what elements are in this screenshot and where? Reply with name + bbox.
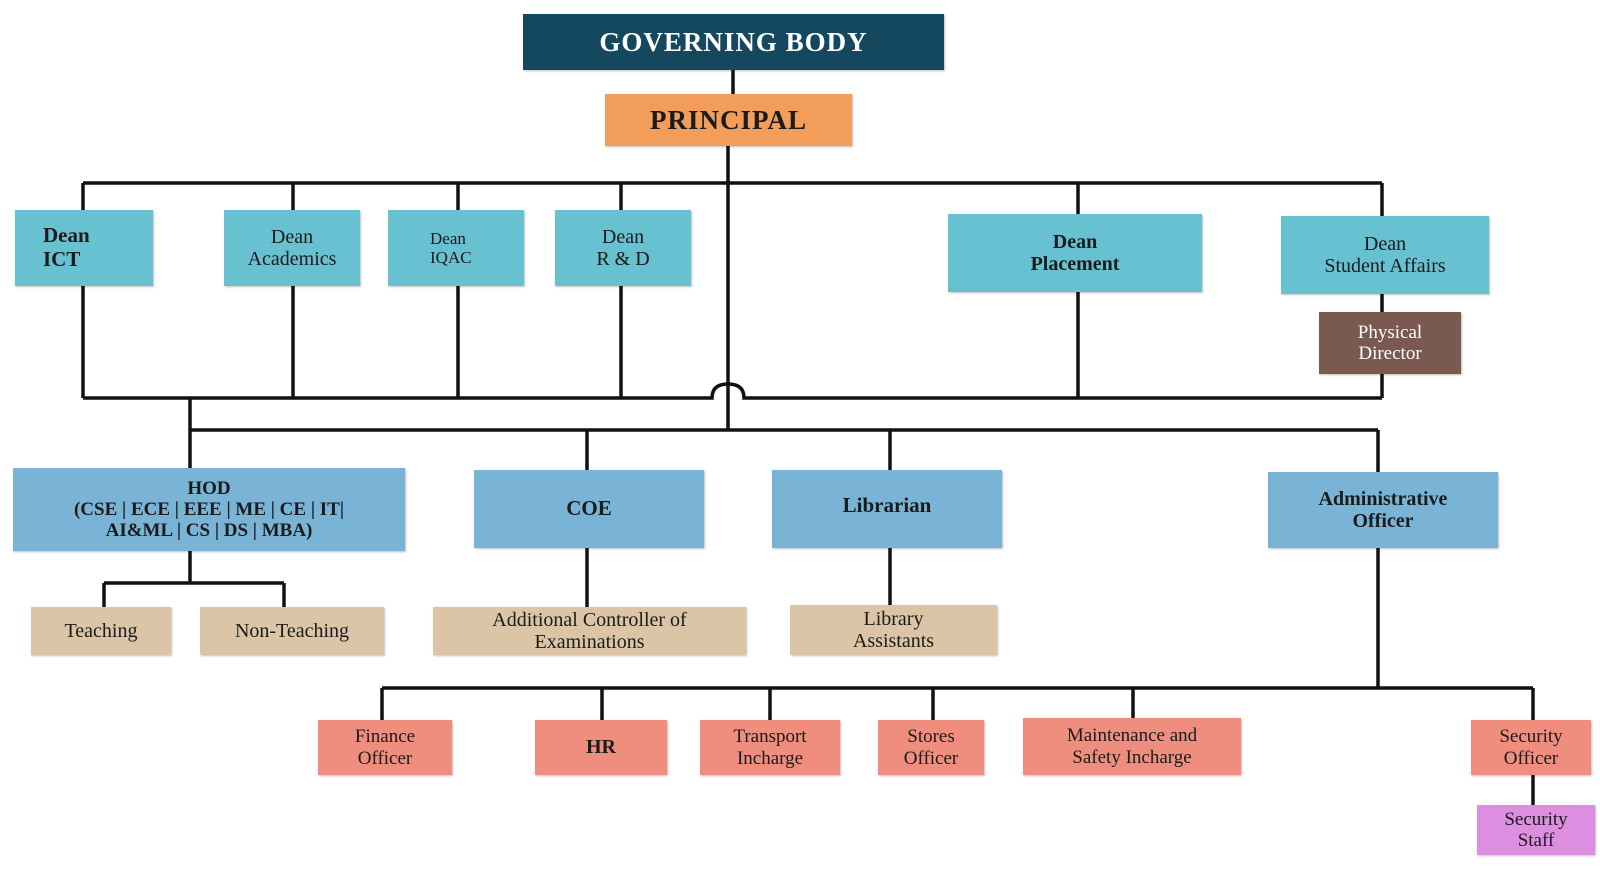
- node-dean-academics: Dean Academics: [224, 210, 360, 286]
- node-label: Assistants: [852, 630, 935, 652]
- node-label: Teaching: [64, 619, 138, 642]
- node-label: HR: [586, 736, 616, 759]
- node-label: Additional Controller of: [492, 608, 687, 631]
- node-label: Director: [1358, 343, 1422, 364]
- node-label: Librarian: [842, 493, 932, 517]
- node-governing-body: GOVERNING BODY: [523, 14, 944, 70]
- node-label: IQAC: [430, 248, 472, 267]
- node-label: GOVERNING BODY: [599, 26, 868, 57]
- node-label: AI&ML | CS | DS | MBA): [105, 520, 313, 542]
- node-label: Officer: [903, 747, 959, 769]
- node-dean-student-affairs: Dean Student Affairs: [1281, 216, 1489, 294]
- node-dean-rd: Dean R & D: [555, 210, 691, 286]
- node-transport-incharge: Transport Incharge: [700, 720, 840, 775]
- node-additional-controller: Additional Controller of Examinations: [433, 607, 746, 655]
- node-label: COE: [566, 496, 612, 521]
- node-label: Examinations: [534, 631, 645, 653]
- node-principal: PRINCIPAL: [605, 94, 852, 146]
- node-label: Dean: [430, 228, 466, 248]
- node-stores-officer: Stores Officer: [878, 720, 984, 775]
- node-label: Student Affairs: [1324, 255, 1446, 277]
- node-label: Dean: [601, 225, 645, 248]
- node-hr: HR: [535, 720, 667, 775]
- node-label: Dean: [270, 225, 314, 248]
- node-security-staff: Security Staff: [1477, 805, 1595, 855]
- node-physical-director: Physical Director: [1319, 312, 1461, 374]
- node-label: Officer: [1352, 510, 1414, 532]
- node-label: Safety Incharge: [1072, 746, 1192, 768]
- node-finance-officer: Finance Officer: [318, 720, 452, 775]
- node-librarian: Librarian: [772, 470, 1002, 548]
- node-label: Staff: [1517, 830, 1555, 851]
- node-dean-ict: Dean ICT: [15, 210, 153, 286]
- node-label: Incharge: [736, 747, 804, 769]
- node-coe: COE: [474, 470, 704, 548]
- node-label: Dean: [1052, 230, 1098, 253]
- node-label: Transport: [733, 726, 807, 748]
- node-dean-iqac: Dean IQAC: [388, 210, 524, 286]
- node-label: Academics: [247, 248, 337, 270]
- node-label: (CSE | ECE | EEE | ME | CE | IT|: [73, 498, 345, 520]
- node-label: Security: [1504, 808, 1568, 830]
- node-label: Finance: [354, 726, 416, 748]
- node-label: Physical: [1357, 321, 1423, 343]
- node-label: Maintenance and: [1066, 725, 1198, 747]
- node-label: R & D: [596, 248, 650, 270]
- node-label: Library: [863, 607, 924, 630]
- node-library-assistants: Library Assistants: [790, 605, 997, 655]
- node-label: PRINCIPAL: [650, 104, 807, 135]
- node-dean-placement: Dean Placement: [948, 214, 1202, 292]
- node-maintenance-safety: Maintenance and Safety Incharge: [1023, 718, 1241, 775]
- node-label: Administrative: [1318, 487, 1448, 510]
- node-non-teaching: Non-Teaching: [200, 607, 384, 655]
- node-label: ICT: [43, 247, 81, 271]
- node-label: HOD: [187, 477, 231, 499]
- node-teaching: Teaching: [31, 607, 171, 655]
- node-label: Officer: [357, 747, 413, 769]
- node-label: Dean: [43, 223, 90, 248]
- node-label: Placement: [1030, 253, 1120, 275]
- node-label: Officer: [1503, 747, 1559, 769]
- node-label: Non-Teaching: [234, 619, 350, 642]
- node-administrative-officer: Administrative Officer: [1268, 472, 1498, 548]
- node-label: Security: [1499, 726, 1563, 748]
- node-security-officer: Security Officer: [1471, 720, 1591, 775]
- node-label: Dean: [1363, 232, 1407, 255]
- node-label: Stores: [907, 726, 955, 748]
- node-hod: HOD (CSE | ECE | EEE | ME | CE | IT| AI&…: [13, 468, 405, 551]
